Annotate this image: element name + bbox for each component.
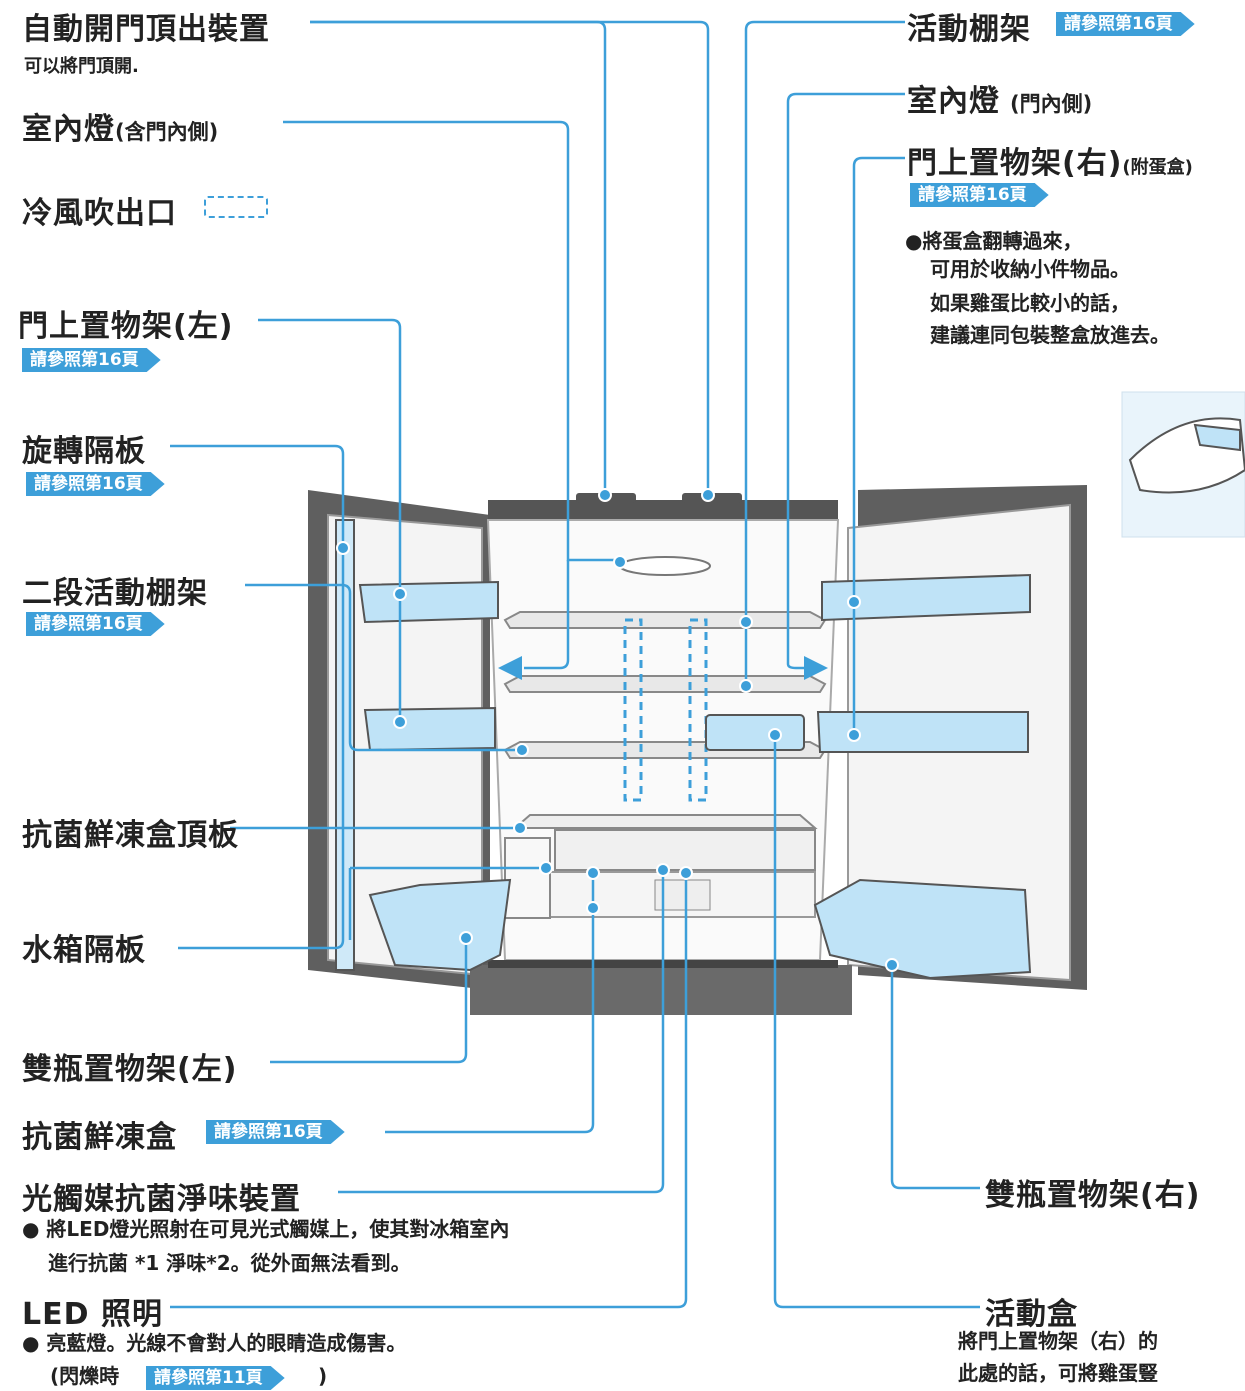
right-door-parts [813,573,1032,980]
dashed-vent-icon [204,196,268,218]
egg-note-line2: 可用於收納小件物品。 [930,257,1130,281]
label-interior-light: 室內燈(含門內側) [22,104,218,148]
badge-led: 請參照第11頁 [146,1366,285,1390]
photocatalyst-note-line2: 進行抗菌 *1 淨味*2。從外面無法看到。 [48,1251,411,1275]
label-auto-door-desc: 可以將門頂開. [24,56,139,77]
badge-two-stage-shelf: 請參照第16頁 [26,612,165,636]
label-rotating-divider: 旋轉隔板 [22,434,146,469]
label-door-shelf-left: 門上置物架(左) [18,309,234,344]
photocatalyst-note-line1: ● 將LED燈光照射在可見光式觸媒上，使其對冰箱室內 [22,1217,510,1241]
label-water-tank-divider: 水箱隔板 [22,933,146,968]
movable-box-note-line1: 將門上置物架（右）的 [958,1329,1158,1353]
shelf-arrows [498,656,828,680]
led-note-suffix: ) [318,1364,328,1388]
fresh-box [504,814,818,919]
egg-note-line1: ●將蛋盒翻轉過來， [905,229,1083,253]
label-interior-light-right: 室內燈 (門內側) [907,76,1092,120]
label-fresh-box: 抗菌鮮凍盒 [22,1120,177,1155]
label-bottle-shelf-right: 雙瓶置物架(右) [985,1178,1201,1213]
label-movable-box: 活動盒 [985,1297,1078,1332]
label-interior-light-right-main: 室內燈 [907,84,1000,119]
label-fresh-box-top: 抗菌鮮凍盒頂板 [22,818,239,853]
label-led: LED 照明 [22,1297,163,1332]
label-door-shelf-right-sub: (附蛋盒) [1122,157,1193,178]
connector-dots [336,488,899,972]
egg-note-line3: 如果雞蛋比較小的話， [930,291,1130,315]
movable-box [705,714,805,751]
egg-box-illustration [1121,391,1245,538]
label-interior-light-right-sub: (門內側) [1010,92,1093,116]
label-movable-shelf: 活動棚架 [907,12,1031,47]
badge-door-shelf-right: 請參照第16頁 [910,183,1049,207]
interior-light-fixture [619,556,711,576]
badge-rotating-divider: 請參照第16頁 [26,472,165,496]
label-bottle-shelf-left: 雙瓶置物架(左) [22,1052,238,1087]
label-photocatalyst: 光觸媒抗菌淨味裝置 [22,1182,301,1217]
label-auto-door: 自動開門頂出裝置 [22,12,270,47]
badge-fresh-box: 請參照第16頁 [206,1120,345,1144]
label-interior-light-sub: (含門內側) [115,120,219,144]
label-door-shelf-right: 門上置物架(右)(附蛋盒) [907,138,1193,182]
badge-door-shelf-left: 請參照第16頁 [22,348,161,372]
egg-note-line4: 建議連同包裝整盒放進去。 [930,323,1170,347]
label-interior-light-main: 室內燈 [22,112,115,147]
label-cold-air-outlet: 冷風吹出口 [22,196,177,231]
led-note: ● 亮藍燈。光線不會對人的眼睛造成傷害。 [22,1331,407,1355]
led-note-prefix: (閃爍時 [50,1364,120,1388]
leader-lines [170,20,980,1309]
label-two-stage-shelf: 二段活動棚架 [22,576,208,611]
label-door-shelf-right-main: 門上置物架(右) [907,146,1123,181]
movable-box-note-line2: 此處的話，可將雞蛋豎 [958,1361,1158,1385]
badge-movable-shelf: 請參照第16頁 [1056,12,1195,36]
